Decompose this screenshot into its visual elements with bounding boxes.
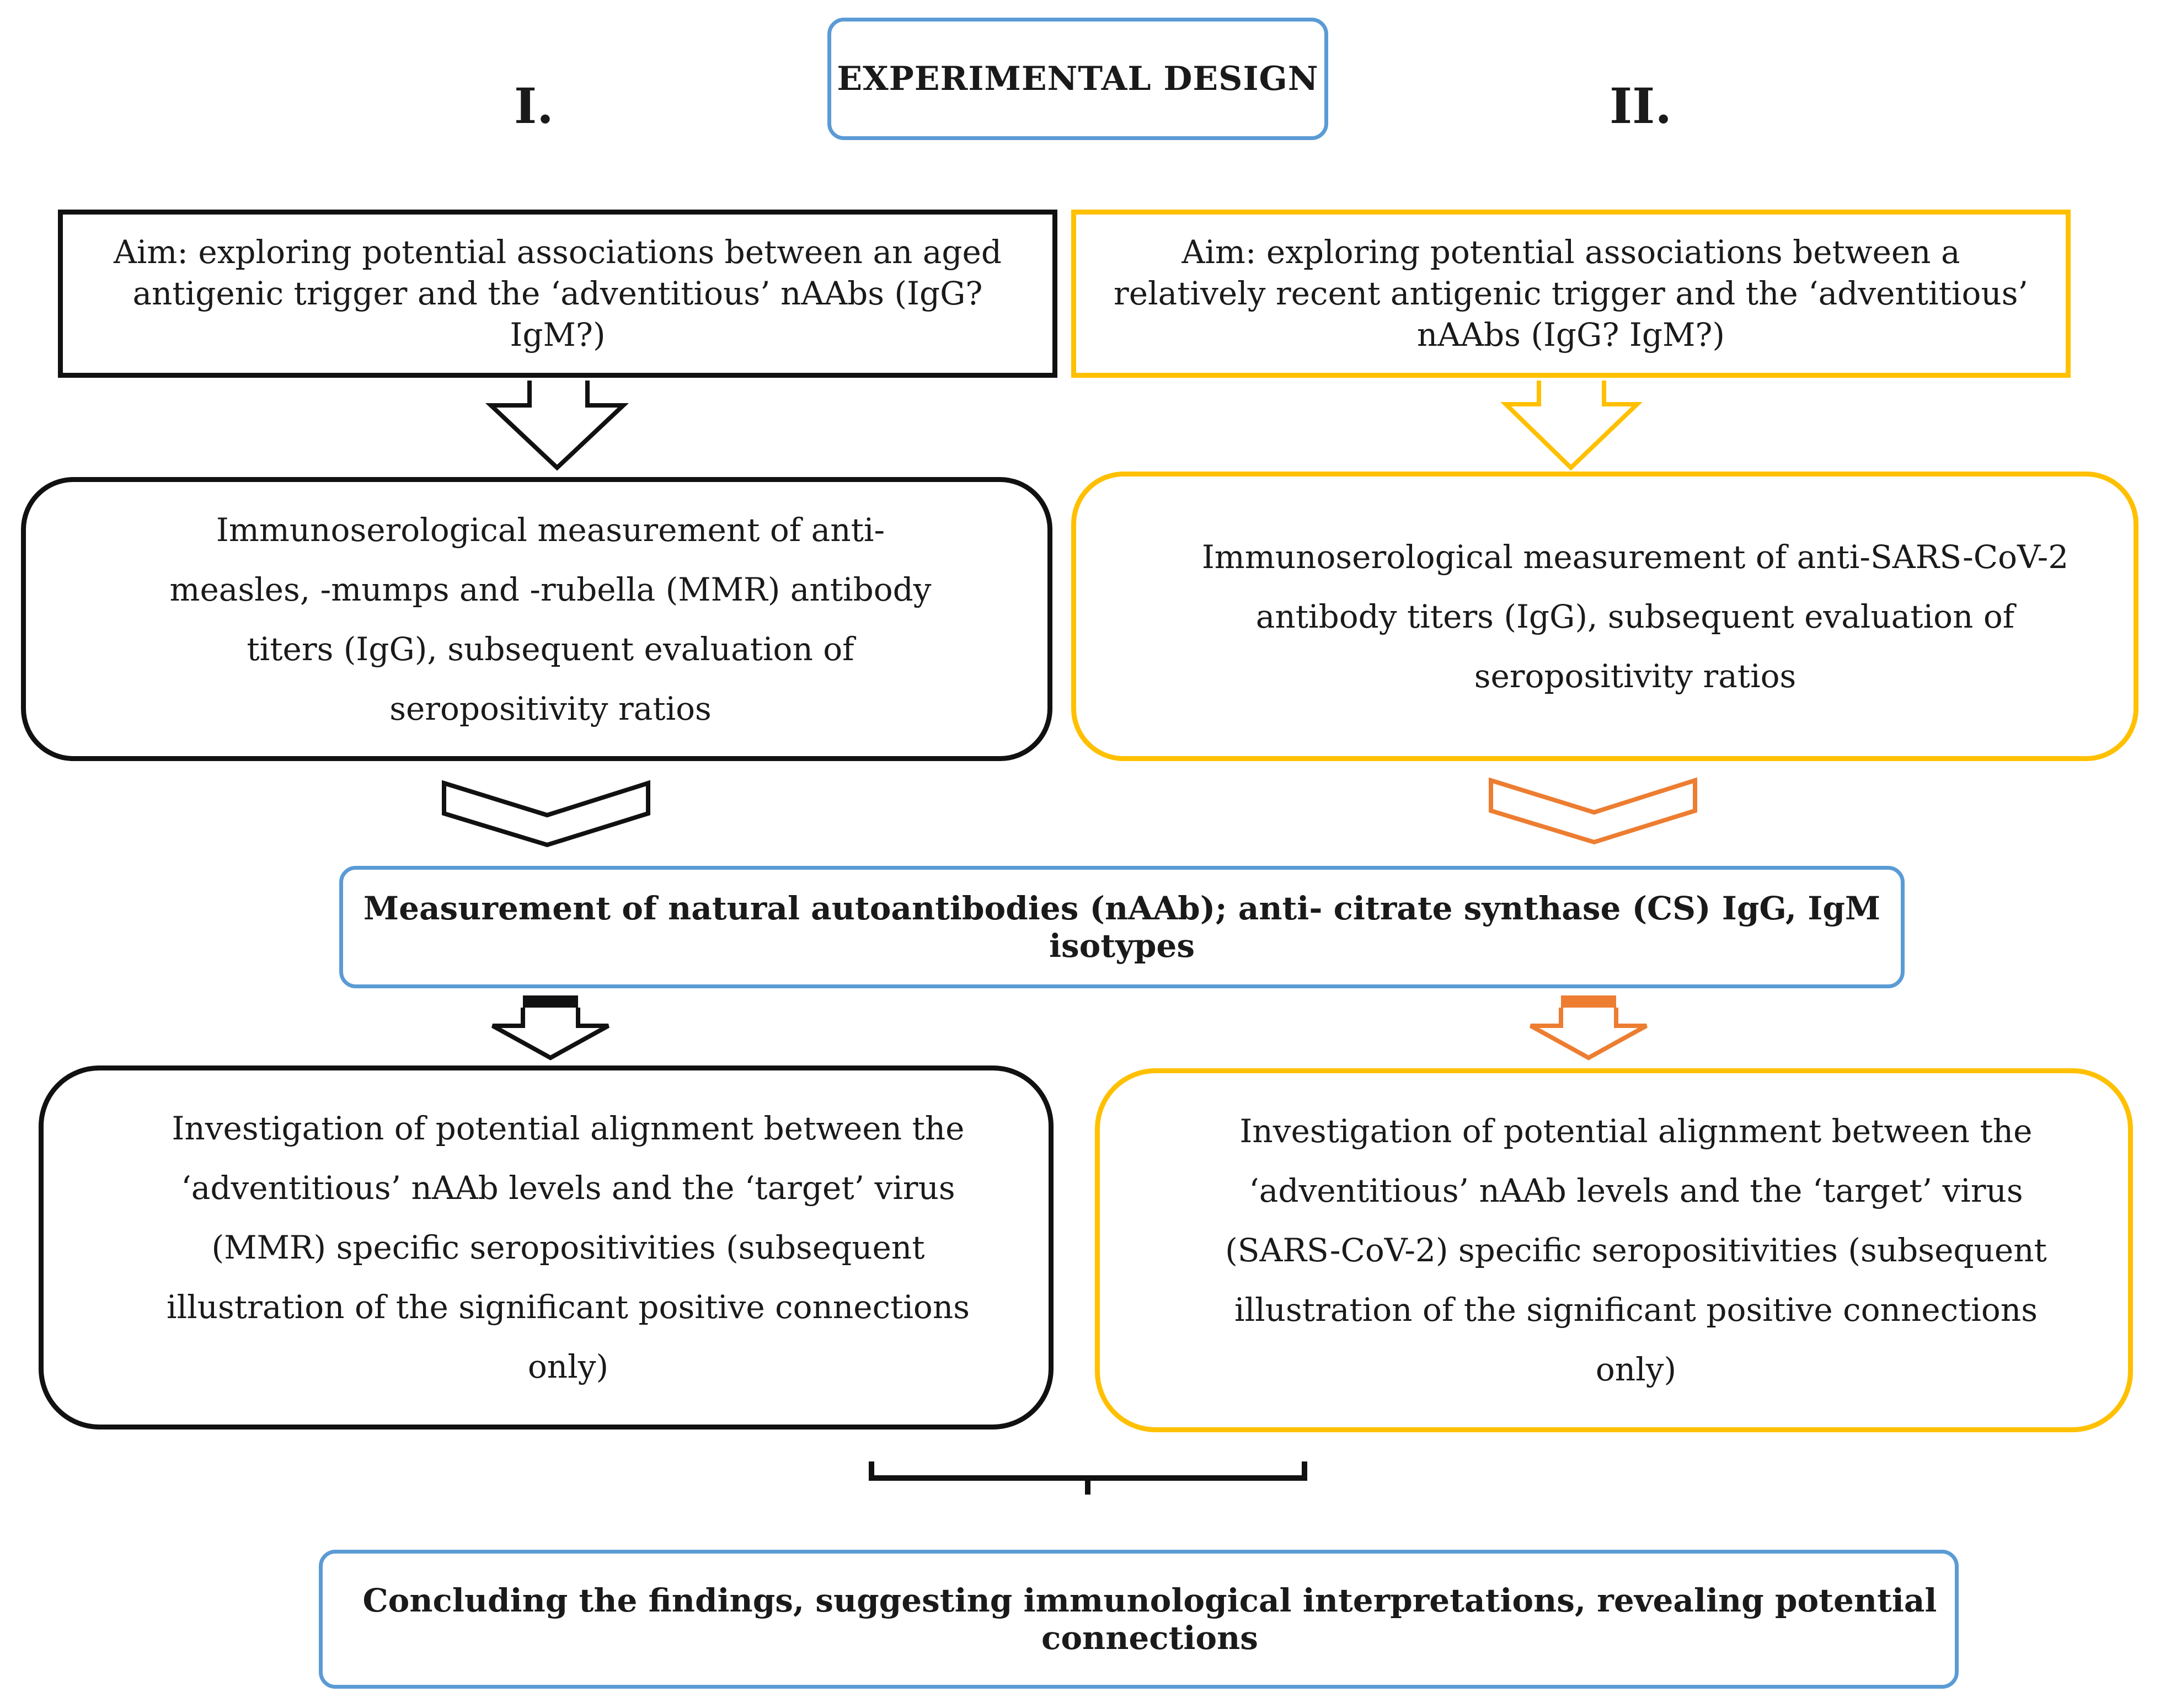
naab-measurement-box: Measurement of natural autoantibodies (n…: [339, 866, 1905, 988]
branch-2-aim-box: Aim: exploring potential associations be…: [1071, 210, 2071, 378]
chevron-down-icon: [442, 780, 650, 848]
branch-1-aim-box: Aim: exploring potential associations be…: [58, 210, 1057, 378]
branch-1-investigation-box: Investigation of potential alignment bet…: [39, 1066, 1054, 1429]
branch-2-measurement-box: Immunoserological measurement of anti-SA…: [1071, 472, 2138, 761]
conclusion-box: Concluding the findings, suggesting immu…: [319, 1550, 1959, 1689]
down-arrow-icon: [1500, 381, 1643, 471]
branch-2-investigation-box: Investigation of potential alignment bet…: [1095, 1068, 2133, 1432]
branch-1-investigation-text: Investigation of potential alignment bet…: [167, 1110, 970, 1385]
naab-measurement-text: Measurement of natural autoantibodies (n…: [363, 890, 1881, 965]
branch-2-aim-text: Aim: exploring potential associations be…: [1114, 233, 2028, 354]
branch-2-measurement-text: Immunoserological measurement of anti-SA…: [1201, 538, 2069, 695]
branch-1-measurement-text: Immunoserological measurement of anti- m…: [169, 511, 932, 727]
chevron-down-icon: [1489, 777, 1697, 845]
branch-1-label: I.: [514, 77, 554, 135]
down-arrow-icon: [1530, 995, 1648, 1061]
bracket-connector: [869, 1461, 1307, 1495]
branch-1-aim-text: Aim: exploring potential associations be…: [113, 233, 1002, 354]
branch-2-investigation-text: Investigation of potential alignment bet…: [1225, 1112, 2047, 1388]
branch-2-label: II.: [1610, 77, 1672, 135]
title-box: EXPERIMENTAL DESIGN: [827, 18, 1328, 140]
branch-1-measurement-box: Immunoserological measurement of anti- m…: [21, 477, 1052, 761]
conclusion-text: Concluding the findings, suggesting immu…: [362, 1582, 1937, 1657]
page-title: EXPERIMENTAL DESIGN: [837, 60, 1319, 98]
down-arrow-icon: [485, 381, 629, 471]
down-arrow-icon: [491, 995, 609, 1061]
